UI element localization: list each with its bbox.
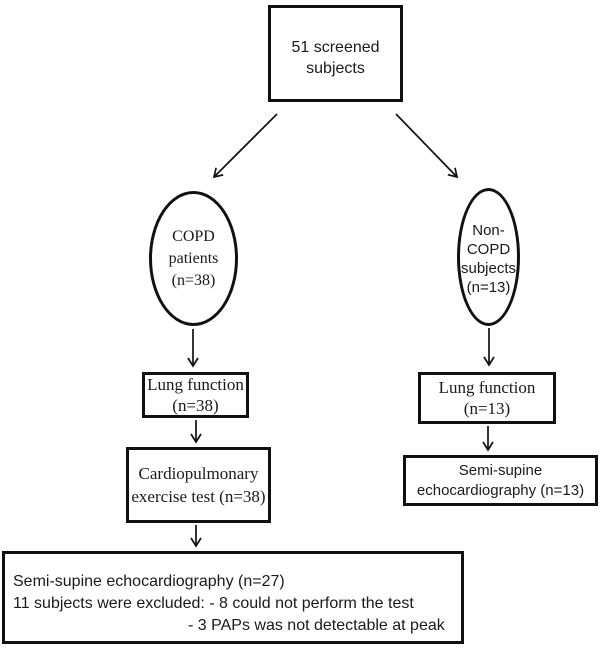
non-copd-subjects-ellipse: Non- COPD subjects (n=13) — [457, 188, 520, 326]
echo-copd-result-line: Semi-supine echocardiography (n=27) — [13, 573, 285, 590]
echocardiography-copd-exclusions-box: Semi-supine echocardiography (n=27) 11 s… — [2, 551, 464, 644]
lung-function-non-copd-box: Lung function (n=13) — [418, 372, 556, 424]
exclusions-detail-line: - 3 PAPs was not detectable at peak — [188, 617, 445, 634]
cardiopulmonary-exercise-test-box: Cardiopulmonary exercise test (n=38) — [126, 447, 271, 523]
screened-subjects-box: 51 screened subjects — [268, 5, 403, 102]
arrow-screened-to-copd — [212, 113, 278, 179]
echocardiography-non-copd-box: Semi-supine echocardiography (n=13) — [403, 455, 598, 506]
lung-function-copd-box: Lung function (n=38) — [142, 372, 249, 418]
copd-patients-ellipse: COPD patients (n=38) — [149, 191, 238, 326]
arrow-screened-to-noncopd — [395, 113, 459, 179]
exclusions-summary-line: 11 subjects were excluded: - 8 could not… — [13, 595, 414, 612]
